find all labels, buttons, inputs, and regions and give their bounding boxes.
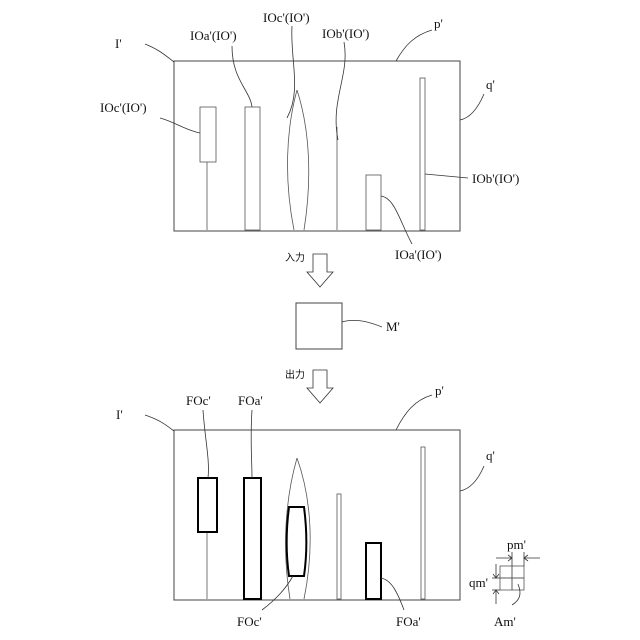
leader-foc-upper xyxy=(203,410,208,478)
label-iob-upper: IOb'(IO') xyxy=(322,26,369,41)
arrow-down-output xyxy=(307,370,333,403)
label-ioc-top: IOc'(IO') xyxy=(263,10,310,25)
leader-ioa-lower xyxy=(381,196,412,244)
object-faint-bar-right xyxy=(421,447,425,599)
label-ioc-left: IOc'(IO') xyxy=(100,100,147,115)
legend-pm-arrow-left xyxy=(496,555,512,561)
label-p-top: p' xyxy=(434,16,443,31)
leader-ioc-left xyxy=(160,118,200,133)
label-am: Am' xyxy=(494,614,516,629)
object-foa-upper xyxy=(244,478,261,599)
leader-frame xyxy=(145,44,174,62)
legend-qm-arrow-top xyxy=(493,564,499,578)
leader-p-bottom xyxy=(396,395,432,430)
input-image-panel: I' p' q' IOc'(IO') IOa'(IO') IOc'(IO') I… xyxy=(100,10,519,262)
object-faint-bar-mid xyxy=(337,494,341,599)
label-frame-bottom: I' xyxy=(116,407,123,422)
legend-qm-arrow-bottom xyxy=(493,590,499,604)
label-p-bottom: p' xyxy=(435,383,444,398)
object-ioc-left-box xyxy=(200,107,216,162)
leader-iob-right xyxy=(425,174,468,178)
leader-am xyxy=(512,584,520,605)
leader-foc-lower xyxy=(262,576,293,610)
process-flow: 入力 M' 出力 xyxy=(285,251,400,403)
leader-q xyxy=(460,94,484,120)
object-foa-lower xyxy=(366,543,381,599)
label-q-bottom: q' xyxy=(486,448,495,463)
legend-cell-bl xyxy=(500,578,512,590)
leader-p xyxy=(396,30,432,61)
leader-foa-upper xyxy=(251,410,252,478)
label-foa-upper: FOa' xyxy=(238,393,263,408)
label-pm: pm' xyxy=(507,537,526,552)
label-q-top: q' xyxy=(486,77,495,92)
legend-pm-arrow-right xyxy=(524,555,540,561)
leader-module xyxy=(342,320,382,327)
grid-cell-legend: pm' qm' Am' xyxy=(469,537,540,629)
legend-cell-tl xyxy=(500,566,512,578)
label-ioa-lower: IOa'(IO') xyxy=(395,247,442,262)
label-foa-lower: FOa' xyxy=(396,614,421,629)
object-foc-lower xyxy=(287,507,307,576)
object-ioc-top-spindle xyxy=(288,90,309,230)
label-frame-top: I' xyxy=(115,36,122,51)
label-qm: qm' xyxy=(469,575,488,590)
label-iob-right: IOb'(IO') xyxy=(472,171,519,186)
leader-frame-bottom xyxy=(145,415,174,431)
arrow-down-input xyxy=(307,254,333,287)
input-image-frame xyxy=(174,61,460,231)
label-input: 入力 xyxy=(285,251,305,264)
label-foc-upper: FOc' xyxy=(186,393,211,408)
leader-q-bottom xyxy=(460,466,484,491)
object-ioa-upper xyxy=(245,107,260,230)
object-iob-right xyxy=(420,78,425,230)
label-foc-lower: FOc' xyxy=(237,614,262,629)
legend-cell-tr xyxy=(512,566,524,578)
output-image-panel: I' p' q' FOc' FOa' FOc' FOa' pm' qm' Am' xyxy=(116,383,540,629)
object-ioa-lower xyxy=(366,175,381,230)
module-box xyxy=(296,303,342,349)
object-foc-upper xyxy=(198,478,217,532)
label-output: 出力 xyxy=(285,368,305,381)
leader-ioa-upper xyxy=(232,46,252,107)
leader-foa-lower xyxy=(381,578,404,610)
label-module: M' xyxy=(386,319,400,334)
label-ioa-upper: IOa'(IO') xyxy=(190,28,237,43)
leader-iob-upper xyxy=(336,42,345,140)
